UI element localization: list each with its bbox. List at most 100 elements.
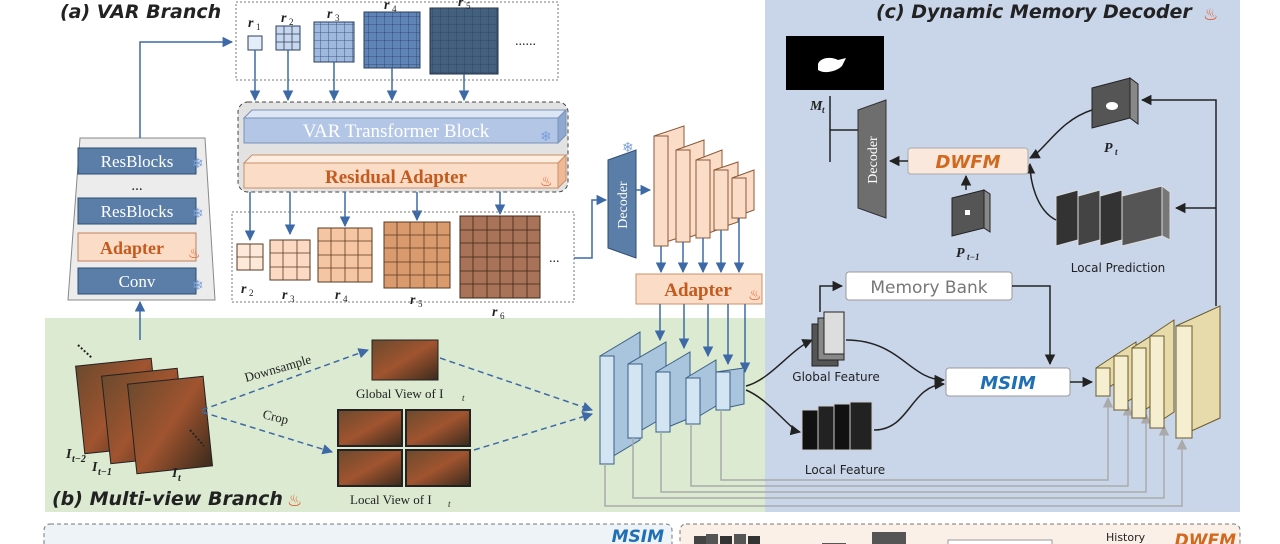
fire-icon: ♨ — [748, 288, 761, 304]
p-t1-map — [951, 189, 991, 237]
p-t-map — [1091, 77, 1139, 129]
fire-icon: ♨ — [188, 247, 201, 262]
video-frames — [75, 344, 214, 475]
arrow-to-global-feature — [745, 339, 813, 387]
global-feature-block — [811, 311, 845, 367]
token-bottom-ellipsis: ... — [549, 251, 560, 266]
arrow-tokens-to-decoder — [574, 194, 608, 259]
conv-label: Conv — [119, 272, 156, 291]
token-label-top-5: r — [458, 0, 464, 10]
peach-feature-stack — [653, 125, 755, 247]
token-map-top-r5 — [429, 7, 499, 75]
snowflake-icon: ❄ — [540, 130, 552, 145]
final-decoder-label: Decoder — [866, 136, 881, 184]
token-sub-top-3: 3 — [335, 13, 340, 23]
blue-encoder-stack — [599, 331, 745, 465]
global-view-sub: t — [462, 393, 465, 403]
resblocks-box-1 — [77, 147, 197, 175]
section-title-var: (a) VAR Branch — [60, 1, 221, 23]
snowflake-icon: ❄ — [622, 141, 634, 156]
token-label-bottom-6: r — [492, 305, 498, 320]
token-map-top-r2 — [275, 25, 301, 51]
p-t-sub: t — [1115, 147, 1118, 157]
skip-connections — [604, 396, 1188, 507]
token-sub-top-2: 2 — [289, 17, 294, 27]
arrow-global-to-msim — [845, 339, 946, 386]
crop-label: Crop — [261, 406, 290, 427]
token-map-bottom-r2 — [236, 243, 264, 271]
bottom-history-label: History — [1106, 531, 1146, 544]
arrow-pt-to-dwfm — [1029, 109, 1093, 159]
frame-sub-t2: t−2 — [72, 454, 86, 465]
encoder-ellipsis: ... — [131, 178, 142, 194]
var-transformer-label: VAR Transformer Block — [303, 121, 490, 142]
final-decoder-block — [857, 99, 887, 219]
bottom-feature-stacks — [694, 532, 906, 544]
mask-label: M — [809, 99, 823, 114]
arrow-global-view-to-encoder — [439, 357, 593, 412]
arrow-crop — [201, 411, 334, 455]
arrows-adapter-to-tokens — [244, 192, 506, 242]
local-view-label: Local View of I — [350, 492, 432, 507]
arrows-adapter-to-encoder — [654, 304, 751, 374]
frame-label-t: I — [171, 466, 178, 481]
frame-label-t2: I — [65, 447, 72, 462]
token-sub-top-5: 5 — [466, 1, 471, 11]
p-t-label: P — [1104, 141, 1113, 156]
arrows-features-to-adapter — [655, 218, 745, 274]
token-maps-top-frame — [235, 1, 559, 81]
bottom-msim-label: MSIM — [612, 527, 664, 544]
p-t1-label: P — [956, 246, 965, 261]
fire-icon: ♨ — [540, 175, 553, 190]
token-map-top-r3 — [313, 21, 355, 63]
var-decoder-label: Decoder — [616, 181, 631, 229]
var-transformer-block — [242, 108, 568, 145]
token-label-bottom-4: r — [335, 288, 341, 303]
msim-label: MSIM — [980, 373, 1036, 394]
local-feature-label: Local Feature — [805, 463, 885, 477]
token-map-bottom-r3 — [269, 239, 311, 281]
local-view-grid — [337, 409, 471, 487]
mask-sub: t — [822, 105, 825, 115]
token-label-bottom-2: r — [241, 282, 247, 297]
token-label-top-3: r — [327, 7, 333, 22]
section-title-decoder: (c) Dynamic Memory Decoder — [876, 1, 1193, 23]
token-sub-bottom-2: 2 — [249, 288, 254, 298]
adapter-bar-label: Adapter — [664, 280, 732, 301]
arrow-encoder-to-var — [139, 36, 234, 138]
token-map-top-r4 — [363, 11, 421, 69]
arrow-local-to-msim — [873, 379, 946, 431]
encoder-adapter-box — [77, 232, 197, 262]
frame-sub-t: t — [178, 473, 182, 484]
fire-icon: ♨ — [287, 491, 302, 510]
arrow-to-local-feature — [745, 389, 802, 436]
arrow-global-to-memory — [819, 280, 844, 312]
bottom-msim-panel — [43, 523, 673, 544]
bottom-dwfm-label: DWFM — [1175, 531, 1236, 544]
decoder-feature-stack — [1095, 305, 1221, 439]
residual-adapter-block — [242, 153, 568, 190]
snowflake-icon: ❄ — [192, 207, 204, 222]
global-view-label: Global View of I — [356, 386, 443, 401]
token-label-bottom-5: r — [410, 293, 416, 308]
token-map-bottom-r6 — [459, 215, 541, 299]
adapter-bar — [635, 273, 763, 305]
token-sub-bottom-3: 3 — [290, 294, 295, 304]
bottom-dwfm-inner-box — [947, 539, 1053, 544]
local-prediction-label: Local Prediction — [1071, 261, 1166, 275]
encoder-adapter-label: Adapter — [100, 238, 164, 258]
global-feature-label: Global Feature — [792, 370, 879, 384]
arrow-local-view-to-encoder — [473, 411, 594, 451]
arrow-memory-to-msim — [1012, 285, 1056, 366]
token-label-top-1: r — [248, 16, 254, 31]
memory-bank-label: Memory Bank — [870, 278, 987, 298]
p-t1-sub: t−1 — [967, 252, 979, 262]
local-feature-block — [801, 401, 873, 451]
fire-icon: ♨ — [1203, 5, 1218, 24]
resblocks-label-2: ResBlocks — [101, 202, 174, 221]
conv-box — [77, 267, 197, 295]
residual-adapter-label: Residual Adapter — [325, 167, 468, 188]
snowflake-icon: ❄ — [192, 279, 204, 294]
dwfm-label: DWFM — [935, 152, 1000, 173]
